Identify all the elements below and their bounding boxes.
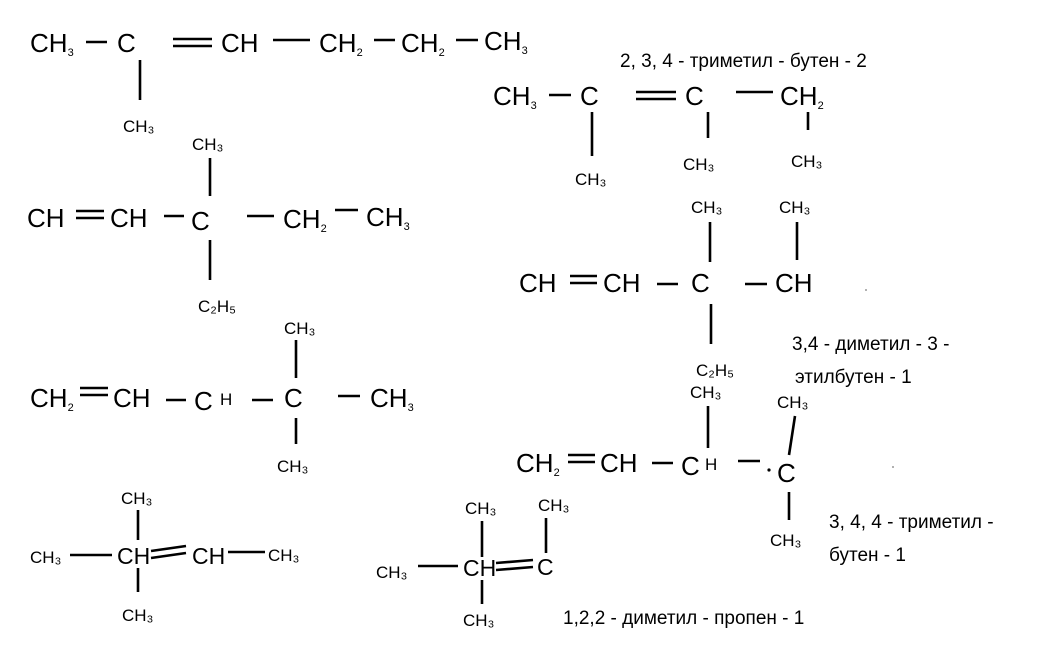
atom-ch2: CH2 — [516, 448, 560, 479]
atom-ch: CH — [113, 383, 151, 413]
atom-ch: CH — [221, 28, 259, 58]
atom-ch3: CH3 — [370, 383, 414, 414]
atom-ch: CH — [110, 203, 148, 233]
structure-5: CH₃ CH2 CH C H C CH3 CH₃ — [30, 319, 414, 476]
atom-ch3: CH3 — [484, 26, 528, 57]
atom-c: C — [691, 268, 710, 298]
structure-6-name-line-1: 3, 4, 4 - триметил - — [829, 512, 994, 533]
atom-ch3: CH3 — [366, 202, 410, 233]
structure-4: CH₃ CH₃ CH CH C CH C₂H₅ 3,4 - диметил - … — [519, 198, 949, 388]
structure-4-name-line-2: этилбутен - 1 — [795, 367, 912, 388]
atom-ch3: CH₃ — [121, 489, 152, 508]
atom-ch: CH — [603, 268, 641, 298]
atom-ch3: CH₃ — [376, 563, 407, 582]
atom-h: H — [705, 455, 717, 474]
atom-ch3: CH₃ — [123, 117, 154, 136]
atom-ch3: CH₃ — [192, 135, 223, 154]
atom-ch3: CH₃ — [30, 548, 61, 567]
atom-c: C — [777, 458, 796, 488]
atom-ch3: CH₃ — [690, 383, 721, 402]
atom-c2h5: C₂H₅ — [696, 361, 734, 380]
bond-single — [787, 415, 797, 456]
atom-ch2: CH2 — [401, 28, 445, 59]
atom-ch: CH — [775, 268, 813, 298]
atom-ch: CH — [519, 268, 557, 298]
atom-ch3: CH₃ — [770, 531, 801, 550]
structure-2-name: 2, 3, 4 - триметил - бутен - 2 — [620, 51, 867, 72]
bond-double-b — [495, 565, 534, 572]
atom-ch2: CH2 — [319, 28, 363, 59]
atom-ch3: CH₃ — [284, 319, 315, 338]
atom-ch: CH — [27, 203, 65, 233]
atom-ch3: CH3 — [30, 28, 74, 59]
atom-ch3: CH₃ — [277, 457, 308, 476]
atom-ch: CH — [192, 543, 225, 569]
atom-ch3: CH₃ — [538, 496, 569, 515]
atom-ch: CH — [600, 448, 638, 478]
atom-c: C — [117, 28, 136, 58]
atom-ch3: CH₃ — [791, 152, 822, 171]
atom-ch3: CH3 — [493, 81, 537, 112]
atom-ch: CH — [463, 555, 496, 581]
structure-8-name: 1,2,2 - диметил - пропен - 1 — [563, 608, 804, 629]
structure-7: CH₃ CH₃ CH CH CH₃ CH₃ — [30, 489, 299, 625]
stray-dot — [892, 466, 894, 468]
atom-ch2: CH2 — [30, 383, 74, 414]
atom-h: H — [220, 390, 232, 409]
atom-c: C — [284, 383, 303, 413]
atom-ch3: CH₃ — [779, 198, 810, 217]
atom-ch3: CH₃ — [465, 499, 496, 518]
atom-c2h5: C₂H₅ — [198, 297, 236, 316]
stray-dot — [767, 468, 771, 472]
atom-ch2: CH2 — [283, 204, 327, 235]
atom-c: C — [681, 451, 700, 481]
structure-2: 2, 3, 4 - триметил - бутен - 2 CH3 C C C… — [493, 51, 867, 189]
atom-c: C — [194, 386, 213, 416]
atom-ch3: CH₃ — [575, 170, 606, 189]
structure-1: CH3 C CH CH2 CH2 CH3 CH₃ — [30, 26, 528, 136]
atom-ch: CH — [117, 543, 150, 569]
atom-ch3: CH₃ — [691, 198, 722, 217]
structure-6-name-line-2: бутен - 1 — [829, 545, 906, 566]
stray-dot — [865, 289, 867, 291]
structure-6: CH₃ CH₃ CH2 CH C H C CH₃ 3, 4, 4 - триме… — [516, 383, 994, 566]
structure-4-name-line-1: 3,4 - диметил - 3 - — [792, 334, 949, 355]
atom-ch3: CH₃ — [122, 606, 153, 625]
atom-ch3: CH₃ — [777, 393, 808, 412]
atom-ch2: CH2 — [780, 81, 824, 112]
atom-ch3: CH₃ — [683, 155, 714, 174]
bond-double-b — [150, 551, 187, 560]
structure-3: CH₃ CH CH C CH2 CH3 C₂H₅ — [27, 135, 410, 316]
atom-c: C — [191, 206, 210, 236]
atom-ch3: CH₃ — [463, 611, 494, 630]
bond-double-a — [150, 544, 187, 553]
structure-8: CH₃ CH₃ CH₃ CH C CH₃ 1,2,2 - диметил - п… — [376, 496, 804, 630]
atom-c: C — [685, 81, 704, 111]
atom-c: C — [580, 81, 599, 111]
bond-double-a — [495, 558, 534, 565]
atom-ch3: CH₃ — [268, 546, 299, 565]
atom-c: C — [537, 554, 554, 580]
